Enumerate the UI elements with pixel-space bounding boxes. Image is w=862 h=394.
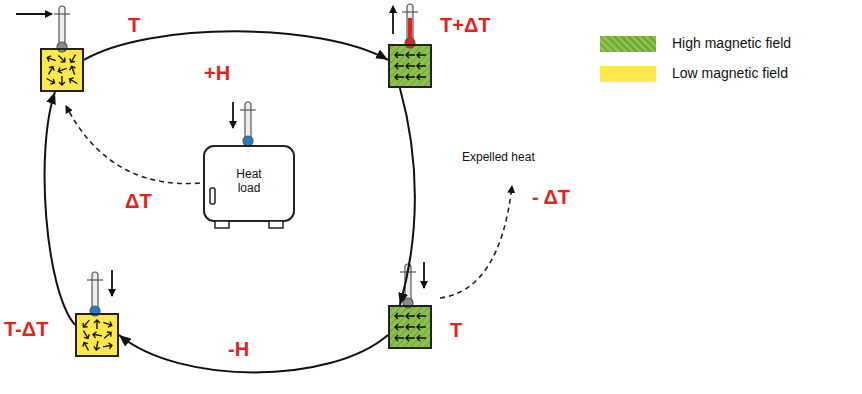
cycle-arc bbox=[119, 335, 388, 373]
material-block: T bbox=[40, 48, 84, 92]
refrigerator: Heat load bbox=[203, 145, 295, 230]
legend-label: Low magnetic field bbox=[672, 65, 788, 81]
appliance-label: Heat load bbox=[226, 167, 272, 195]
block-fill bbox=[75, 313, 119, 357]
thermometer bbox=[240, 102, 256, 146]
indicator-arrow bbox=[392, 6, 394, 34]
indicator-arrow bbox=[16, 13, 52, 15]
block-fill bbox=[40, 48, 84, 92]
heat-flow-arrow bbox=[440, 186, 512, 298]
material-block: T-ΔT bbox=[75, 313, 119, 357]
thermometer bbox=[402, 4, 418, 48]
field-label: -H bbox=[228, 338, 249, 360]
indicator-arrow bbox=[423, 262, 425, 288]
legend-label: High magnetic field bbox=[672, 35, 791, 51]
thermometer bbox=[54, 6, 70, 52]
cycle-arc bbox=[400, 88, 415, 305]
temperature-label: T bbox=[128, 14, 140, 36]
thermometer bbox=[87, 272, 103, 316]
indicator-arrow bbox=[232, 102, 234, 128]
legend-swatch bbox=[600, 66, 656, 82]
indicator-arrow bbox=[111, 270, 113, 296]
material-block: T bbox=[388, 305, 432, 349]
magnetic-moments bbox=[395, 313, 426, 341]
cycle-arc bbox=[45, 92, 75, 325]
heat-delta-label: - ΔT bbox=[532, 186, 570, 208]
note-label: Expelled heat bbox=[462, 150, 535, 164]
heat-delta-label: ΔT bbox=[125, 190, 152, 212]
temperature-label: T-ΔT bbox=[4, 318, 48, 340]
heat-flow-arrow bbox=[66, 106, 200, 184]
field-label: +H bbox=[204, 62, 230, 84]
block-fill bbox=[388, 44, 432, 88]
temperature-label: T+ΔT bbox=[440, 14, 491, 36]
material-block: T+ΔT bbox=[388, 44, 432, 88]
block-fill bbox=[388, 305, 432, 349]
temperature-label: T bbox=[450, 319, 462, 341]
legend-swatch bbox=[600, 36, 656, 52]
magnetic-moments bbox=[81, 318, 113, 352]
magnetic-moments bbox=[395, 52, 426, 80]
magnetic-moments bbox=[45, 53, 79, 86]
